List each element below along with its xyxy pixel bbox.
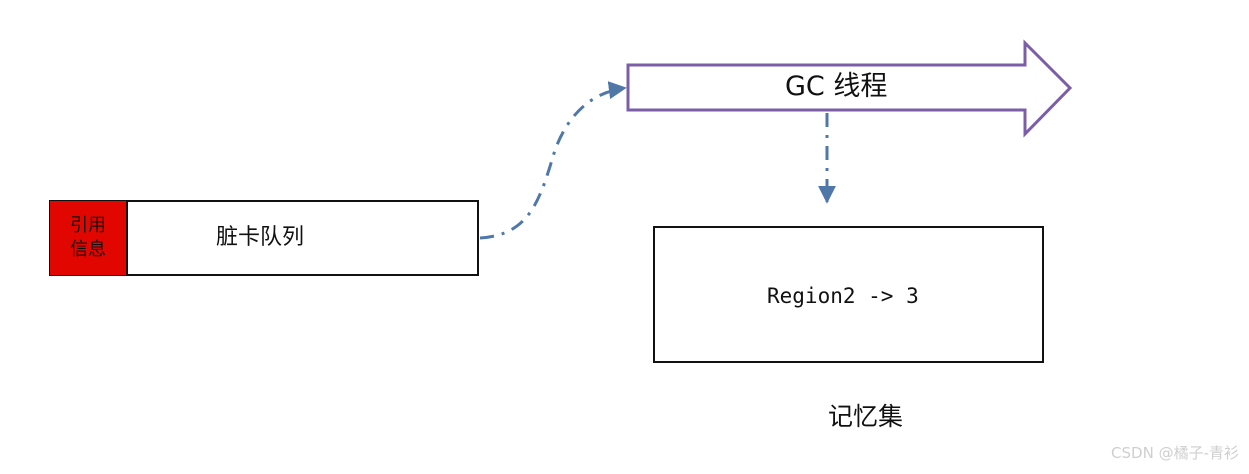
- remembered-set-title: 记忆集: [828, 402, 904, 431]
- remembered-set-entry: Region2 -> 3: [767, 284, 919, 308]
- watermark: CSDN @橘子-青衫: [1111, 444, 1239, 462]
- queue-to-gc-connector: [479, 81, 627, 240]
- gc-thread-arrow: [626, 39, 1073, 138]
- dirty-card-queue-label: 脏卡队列: [216, 225, 305, 250]
- gc-thread-label: GC 线程: [785, 71, 888, 102]
- remembered-set-box: [653, 226, 1044, 363]
- ref-info-cell: 引用 信息: [50, 201, 128, 275]
